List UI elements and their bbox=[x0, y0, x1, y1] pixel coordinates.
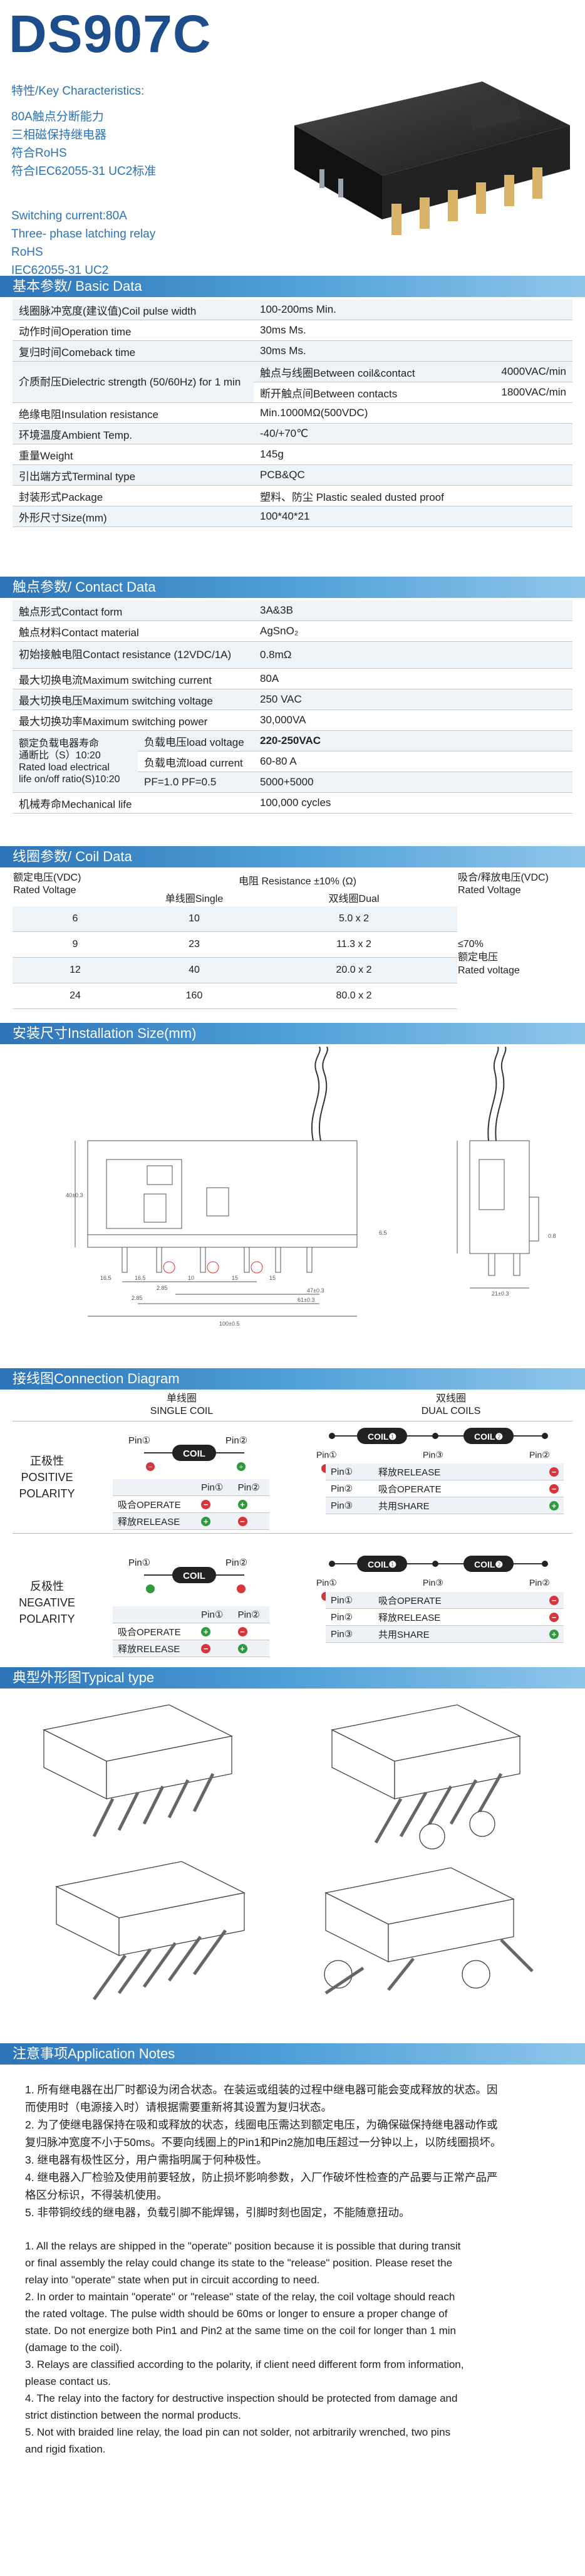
dim-label: 47±0.3 bbox=[307, 1287, 324, 1294]
typical-type-heading: 典型外形图Typical type bbox=[0, 1667, 585, 1689]
dim-label: 2.85 bbox=[157, 1285, 168, 1291]
dim-label: 2.85 bbox=[132, 1295, 143, 1301]
relay-variant-1 bbox=[43, 1704, 233, 1838]
notes-en: 1. All the relays are shipped in the "op… bbox=[25, 2240, 464, 2455]
svg-text:Pin②: Pin② bbox=[225, 1558, 247, 1568]
feature-item: 三相磁保持继电器 bbox=[11, 128, 107, 142]
dim-label: 0.8 bbox=[548, 1233, 556, 1239]
single-coil-diagram-negative: COIL Pin① Pin② bbox=[128, 1558, 247, 1593]
svg-text:Pin①: Pin① bbox=[316, 1450, 337, 1460]
svg-text:−: − bbox=[148, 1463, 152, 1471]
contact-data-heading: 触点参数/ Contact Data bbox=[0, 577, 585, 598]
svg-text:COIL❷: COIL❷ bbox=[474, 1559, 503, 1569]
dim-label: 21±0.3 bbox=[492, 1291, 509, 1297]
product-title: DS907C bbox=[9, 4, 212, 63]
svg-text:Pin②: Pin② bbox=[529, 1450, 550, 1460]
svg-text:Pin③: Pin③ bbox=[423, 1578, 443, 1588]
svg-text:Pin①: Pin① bbox=[128, 1558, 150, 1568]
table-row: 外形尺寸Size(mm)100*40*21 bbox=[13, 506, 572, 527]
table-row: 初始接触电阻Contact resistance (12VDC/1A)0.8mΩ bbox=[13, 641, 572, 669]
relay-product-image bbox=[294, 81, 570, 235]
relay-variant-4 bbox=[324, 1867, 534, 1995]
svg-text:Pin②: Pin② bbox=[529, 1578, 550, 1588]
dim-label: 15 bbox=[232, 1275, 238, 1281]
dim-label: 16.5 bbox=[100, 1275, 111, 1281]
svg-text:COIL: COIL bbox=[183, 1448, 205, 1459]
relay-variant-3 bbox=[55, 1861, 246, 2001]
feature-item: Three- phase latching relay bbox=[11, 228, 156, 241]
dim-label: 10 bbox=[188, 1275, 194, 1281]
typical-type-illustrations bbox=[43, 1704, 534, 2001]
table-row: 介质耐压Dielectric strength (50/60Hz) for 1 … bbox=[13, 361, 572, 403]
feature-item: 符合IEC62055-31 UC2标准 bbox=[11, 165, 157, 178]
feature-item: Switching current:80A bbox=[11, 209, 127, 223]
feature-item: 80A触点分断能力 bbox=[11, 110, 104, 123]
svg-text:Pin③: Pin③ bbox=[423, 1450, 443, 1460]
installation-drawing: 16.5 10 15 15 16.5 2.85 47±0.3 61±0.3 10… bbox=[66, 1047, 556, 1327]
svg-text:Pin①: Pin① bbox=[128, 1435, 150, 1446]
coil-data-heading: 线圈参数/ Coil Data bbox=[0, 846, 585, 867]
connection-heading: 接线图Connection Diagram bbox=[0, 1368, 585, 1390]
svg-text:COIL❶: COIL❶ bbox=[368, 1559, 396, 1569]
installation-heading: 安装尺寸Installation Size(mm) bbox=[0, 1023, 585, 1044]
table-row: 环境温度Ambient Temp.-40/+70℃ bbox=[13, 423, 572, 444]
coil-data-table: 额定电压(VDC)Rated Voltage 电阻 Resistance ±10… bbox=[13, 871, 572, 1009]
dim-label: 61±0.3 bbox=[298, 1297, 314, 1303]
dim-label: 15 bbox=[269, 1275, 276, 1281]
application-notes-heading: 注意事项Application Notes bbox=[0, 2043, 585, 2065]
notes-cn: 1. 所有继电器在出厂时都设为闭合状态。在装运或组装的过程中继电器可能会变成释放… bbox=[25, 2083, 502, 2219]
dim-label: 16.5 bbox=[135, 1275, 146, 1281]
relay-variant-2 bbox=[331, 1704, 521, 1850]
svg-text:+: + bbox=[239, 1463, 243, 1471]
dim-label: 100±0.5 bbox=[219, 1321, 239, 1327]
dim-label: 40±0.3 bbox=[66, 1192, 83, 1198]
features-cn-list: 80A触点分断能力 三相磁保持继电器 符合RoHS 符合IEC62055-31 … bbox=[11, 108, 156, 181]
svg-text:Pin①: Pin① bbox=[316, 1578, 337, 1588]
svg-text:COIL: COIL bbox=[183, 1571, 205, 1581]
single-coil-diagram-positive: COIL Pin① Pin② − + bbox=[128, 1435, 247, 1471]
svg-text:Pin②: Pin② bbox=[225, 1435, 247, 1446]
features-en-list: Switching current:80A Three- phase latch… bbox=[11, 207, 155, 280]
feature-item: IEC62055-31 UC2 bbox=[11, 264, 109, 277]
characteristics-heading: 特性/Key Characteristics: bbox=[11, 85, 145, 98]
feature-item: RoHS bbox=[11, 246, 43, 259]
basic-data-heading: 基本参数/ Basic Data bbox=[0, 276, 585, 297]
feature-item: 符合RoHS bbox=[11, 147, 67, 160]
svg-text:COIL❶: COIL❶ bbox=[368, 1432, 396, 1442]
svg-text:COIL❷: COIL❷ bbox=[474, 1432, 503, 1442]
dim-label: 6.5 bbox=[379, 1230, 387, 1236]
